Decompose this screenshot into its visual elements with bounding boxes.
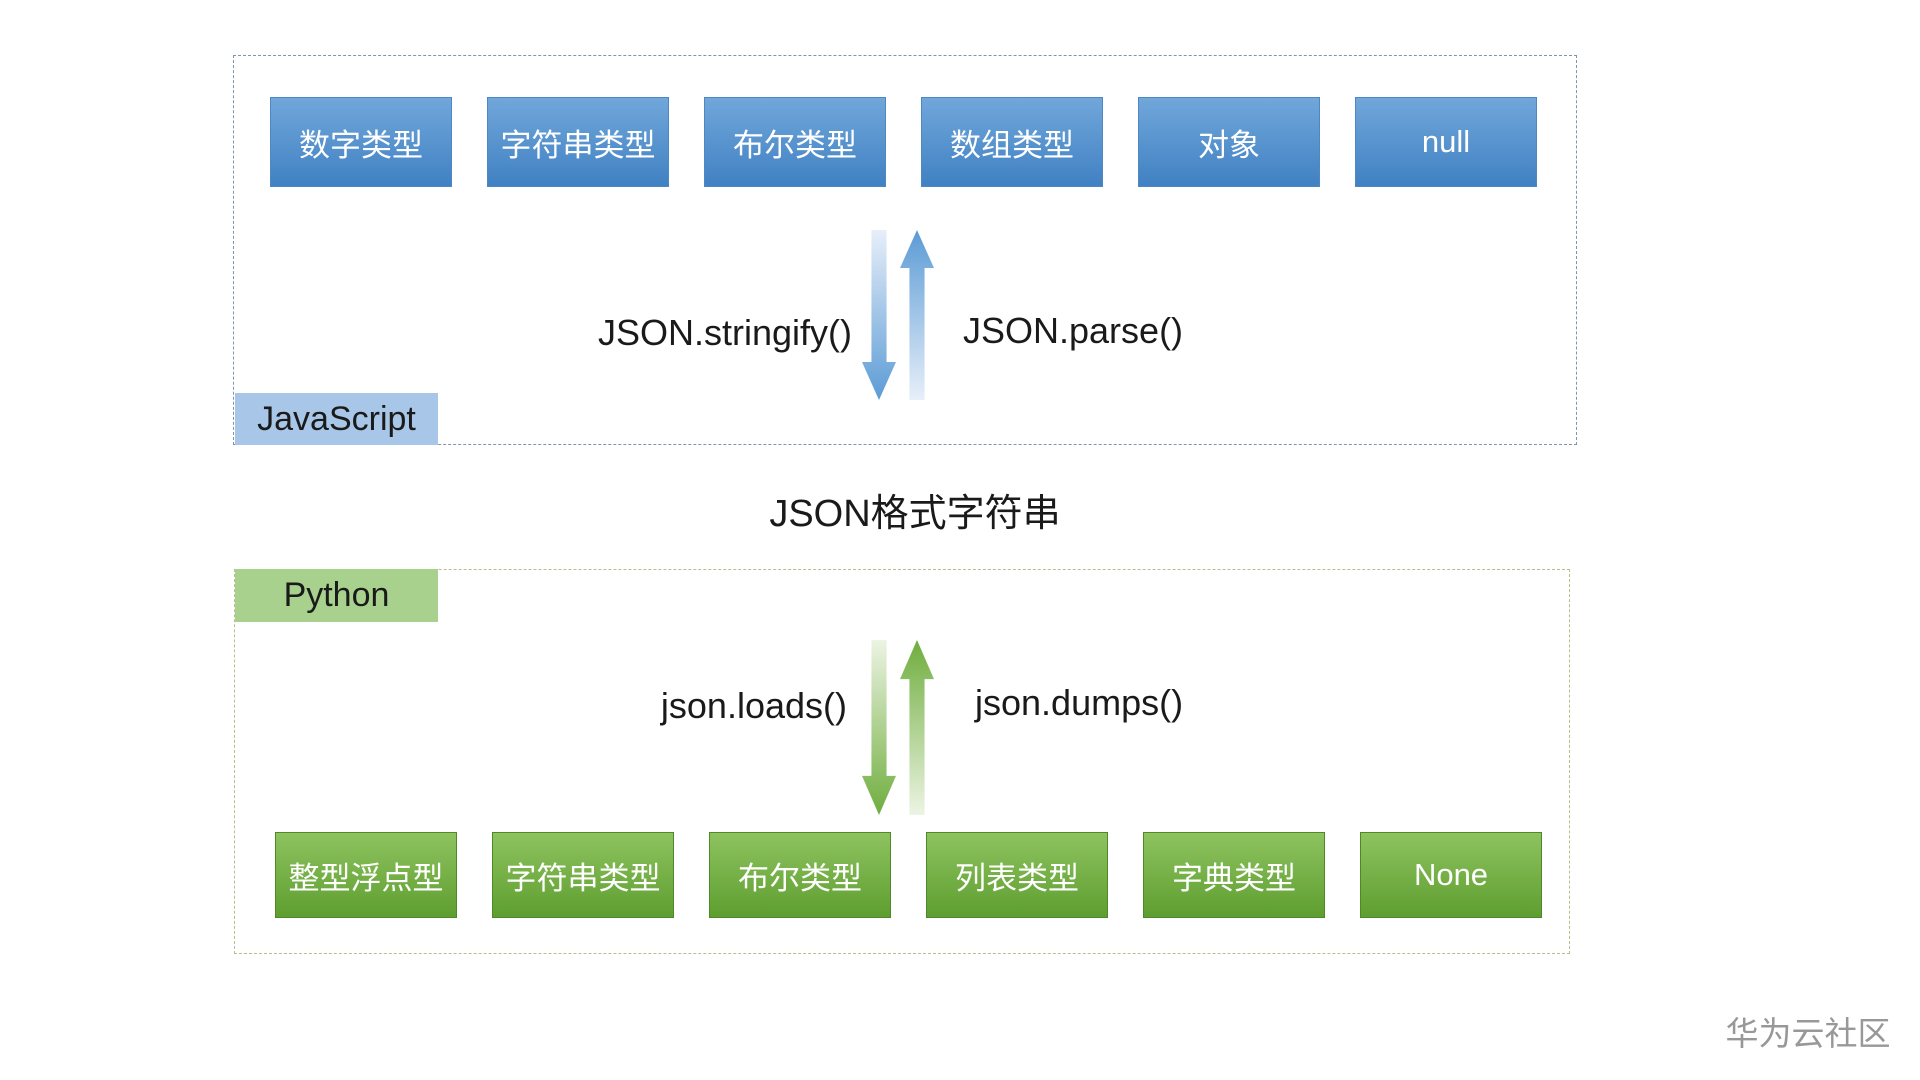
js-type-number-box: 数字类型 <box>270 97 452 187</box>
javascript-label: JavaScript <box>235 393 438 445</box>
py-type-string-box: 字符串类型 <box>492 832 674 918</box>
watermark: 华为云社区 <box>1725 1015 1891 1052</box>
parse-label: JSON.parse() <box>963 310 1184 351</box>
up-arrow-icon <box>900 640 934 815</box>
py-type-int-float-box: 整型浮点型 <box>275 832 457 918</box>
py-type-none-box: None <box>1360 832 1542 918</box>
python-section-box <box>234 569 1570 954</box>
dumps-label: json.dumps() <box>975 682 1184 723</box>
javascript-section-box <box>233 55 1577 445</box>
stringify-label: JSON.stringify() <box>597 312 852 353</box>
python-label: Python <box>235 569 438 622</box>
py-type-boolean-box: 布尔类型 <box>709 832 891 918</box>
down-arrow-icon <box>862 640 896 815</box>
loads-label: json.loads() <box>660 685 847 726</box>
js-type-array-box: 数组类型 <box>921 97 1103 187</box>
js-type-null-box: null <box>1355 97 1537 187</box>
py-type-dict-box: 字典类型 <box>1143 832 1325 918</box>
js-type-object-box: 对象 <box>1138 97 1320 187</box>
json-string-label: JSON格式字符串 <box>769 493 1061 535</box>
up-arrow-icon <box>900 230 934 400</box>
js-type-boolean-box: 布尔类型 <box>704 97 886 187</box>
js-type-string-box: 字符串类型 <box>487 97 669 187</box>
down-arrow-icon <box>862 230 896 400</box>
py-type-list-box: 列表类型 <box>926 832 1108 918</box>
